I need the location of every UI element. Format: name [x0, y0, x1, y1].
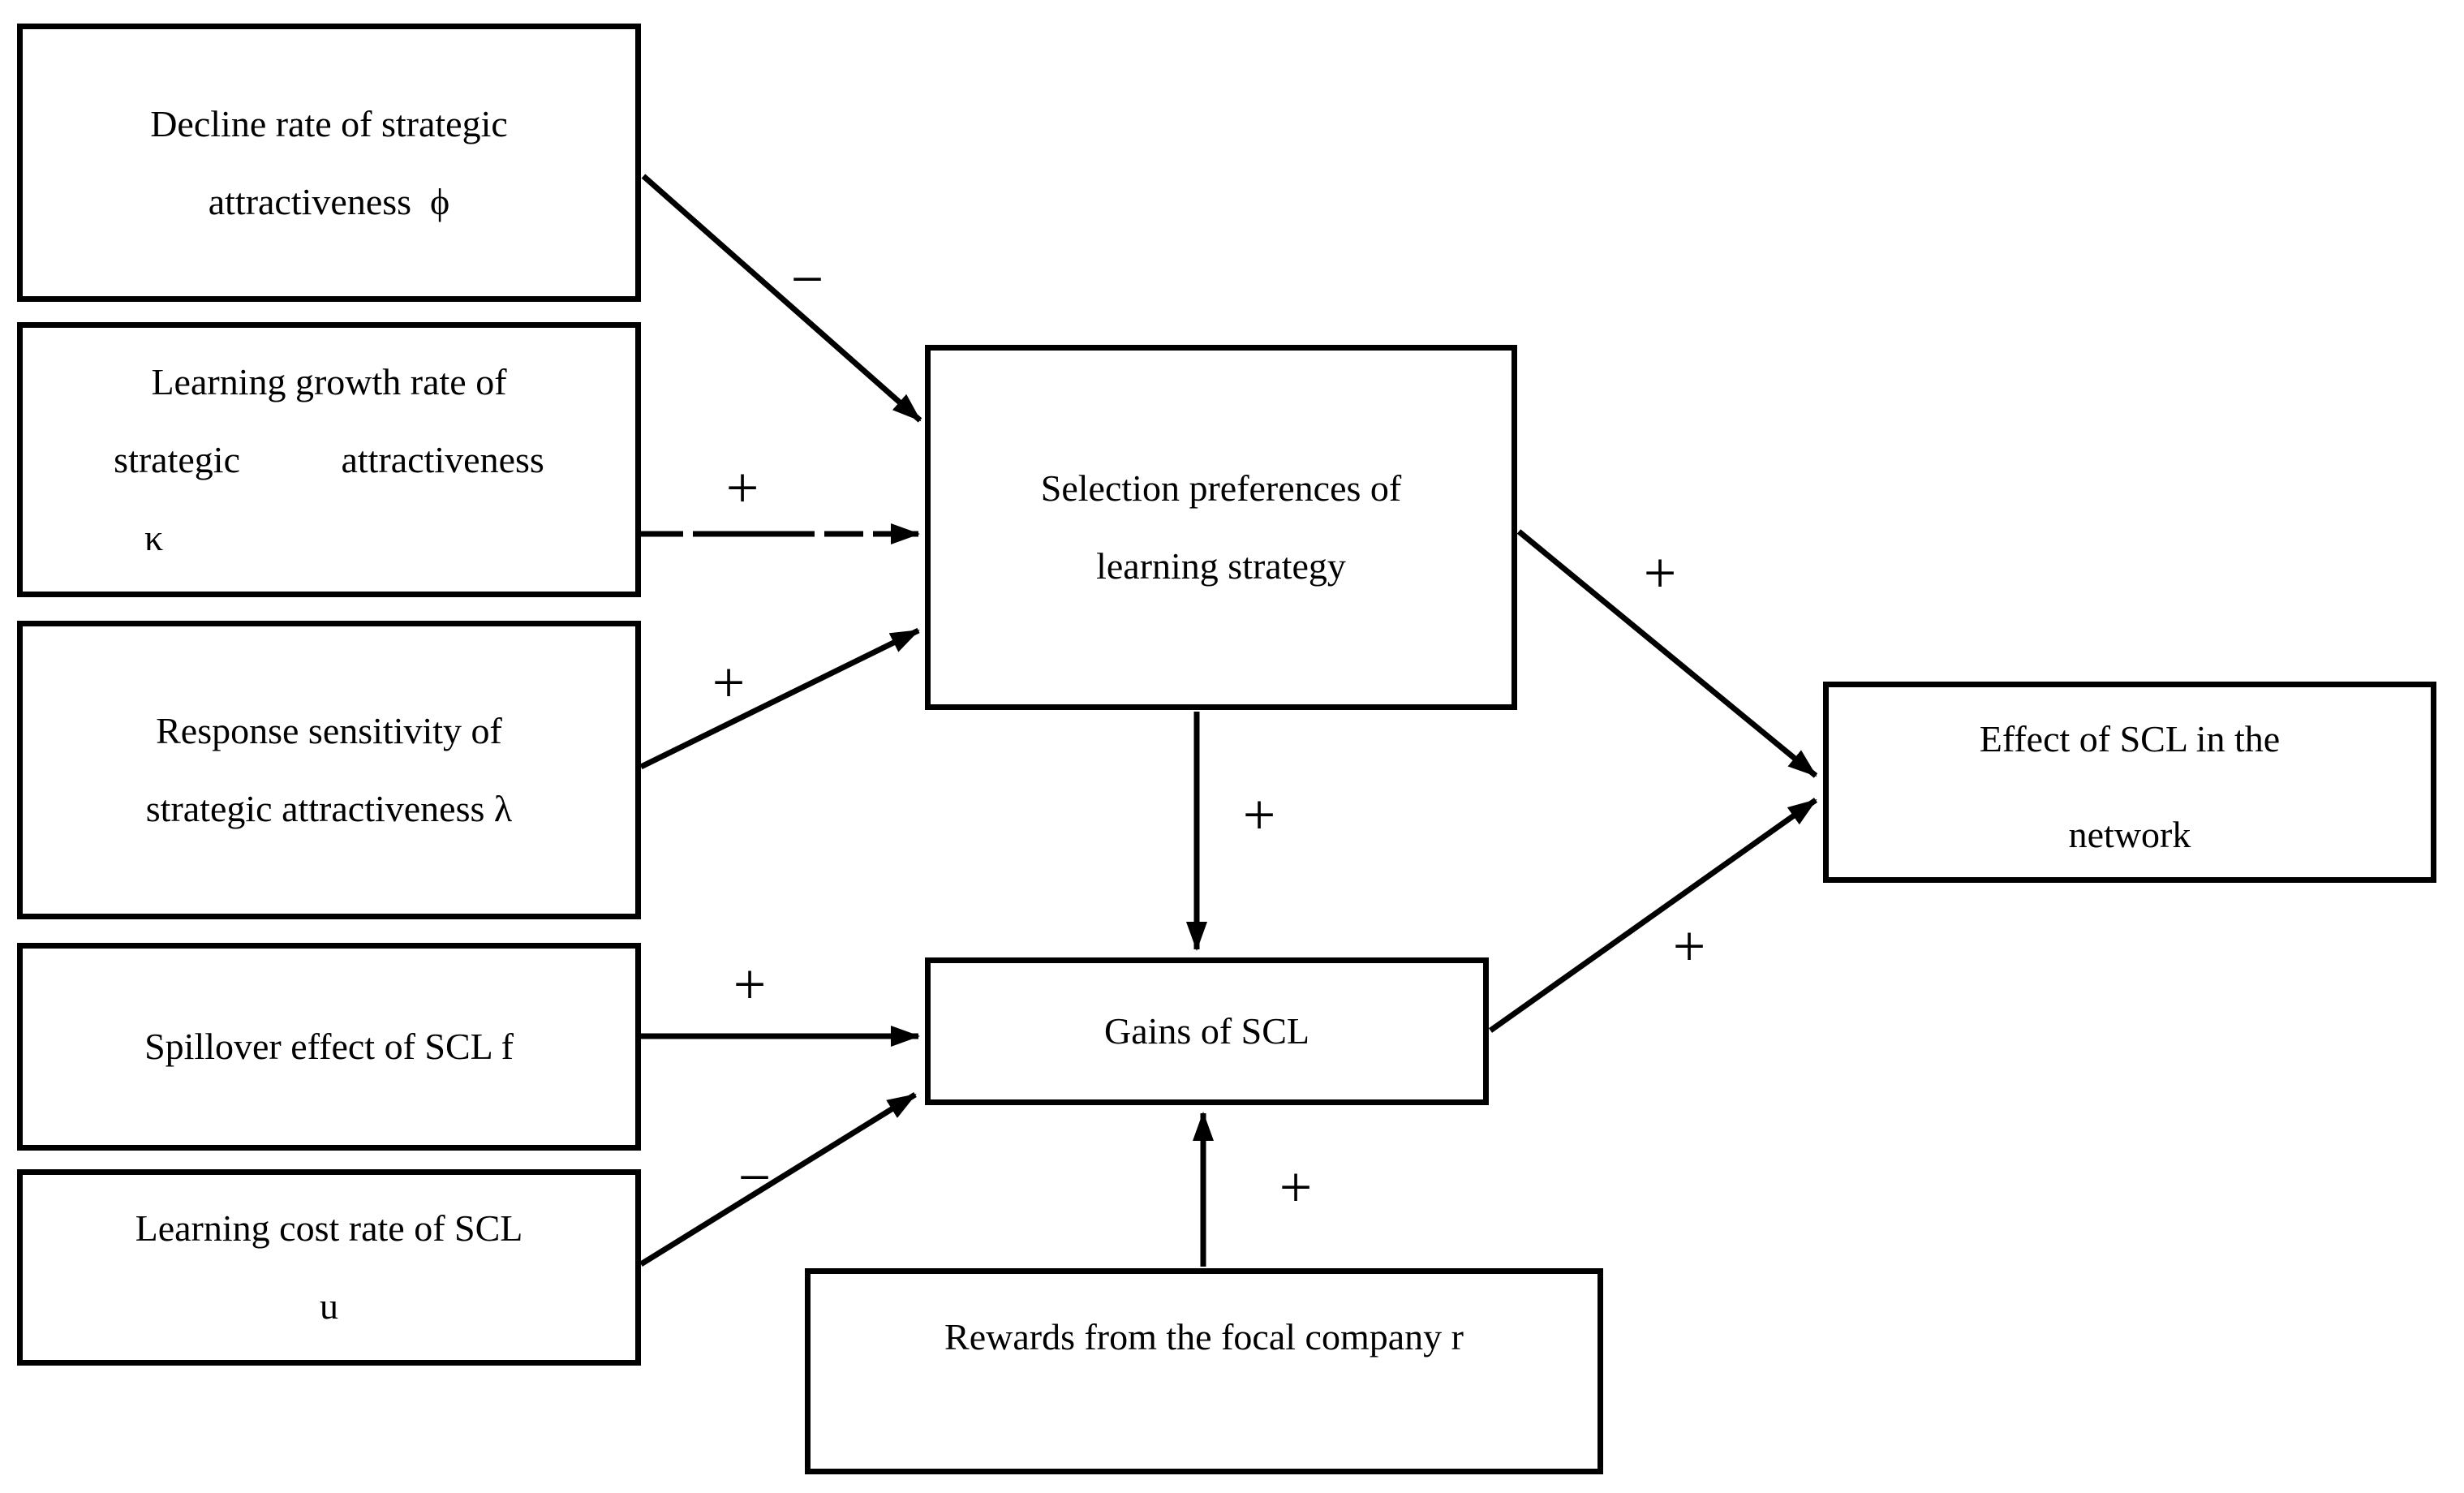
box-learning-cost-rate: Learning cost rate of SCL u	[17, 1169, 641, 1366]
box-learning-cost-rate-line: Learning cost rate of SCL	[135, 1207, 523, 1249]
sign-growth-to-selection: +	[726, 455, 759, 520]
box-decline-rate-line: attractiveness ϕ	[208, 180, 450, 222]
box-gains-of-scl: Gains of SCL	[925, 957, 1489, 1105]
box-learning-growth-rate-line: Learning growth rate of	[151, 360, 507, 402]
sign-response-to-selection: +	[712, 650, 746, 715]
box-spillover-effect: Spillover effect of SCL f	[17, 943, 641, 1151]
box-learning-growth-rate: Learning growth rate of strategic attrac…	[17, 322, 641, 597]
box-gains-of-scl-line: Gains of SCL	[1104, 1010, 1309, 1052]
box-selection-preferences-line: Selection preferences of	[1040, 467, 1402, 509]
box-learning-growth-rate-line: κ	[144, 516, 164, 558]
sign-decline-to-selection: −	[791, 247, 824, 312]
arrow-gains-to-effect	[1488, 798, 1818, 1033]
arrow-cost-to-gains	[639, 1092, 917, 1267]
box-response-sensitivity: Response sensitivity of strategic attrac…	[17, 621, 641, 919]
sign-rewards-to-gains: +	[1279, 1155, 1313, 1220]
sign-gains-to-effect: +	[1673, 914, 1706, 979]
box-rewards-focal-company: Rewards from the focal company r	[805, 1268, 1603, 1474]
box-spillover-effect-line: Spillover effect of SCL f	[144, 1026, 514, 1067]
box-decline-rate-line: Decline rate of strategic	[150, 102, 508, 144]
box-effect-of-scl-line: network	[2068, 814, 2191, 855]
sign-selection-to-gains: +	[1243, 782, 1276, 847]
box-decline-rate: Decline rate of strategic attractiveness…	[17, 24, 641, 302]
box-learning-growth-rate-line: strategic attractiveness	[114, 438, 544, 480]
box-effect-of-scl-line: Effect of SCL in the	[1979, 718, 2281, 759]
sign-cost-to-gains: −	[738, 1145, 772, 1210]
arrow-selection-to-effect	[1516, 529, 1818, 778]
box-effect-of-scl: Effect of SCL in the network	[1823, 682, 2436, 883]
box-rewards-focal-company-line: Rewards from the focal company r	[944, 1315, 1464, 1357]
arrow-response-to-selection	[639, 627, 920, 770]
box-selection-preferences-line: learning strategy	[1096, 545, 1346, 587]
box-learning-cost-rate-line: u	[320, 1285, 338, 1327]
box-response-sensitivity-line: Response sensitivity of	[156, 710, 502, 751]
sign-spillover-to-gains: +	[733, 952, 767, 1017]
box-response-sensitivity-line: strategic attractiveness λ	[145, 788, 513, 829]
sign-selection-to-effect: +	[1644, 540, 1677, 605]
box-selection-preferences: Selection preferences of learning strate…	[925, 345, 1517, 710]
arrow-decline-to-selection	[641, 174, 922, 423]
